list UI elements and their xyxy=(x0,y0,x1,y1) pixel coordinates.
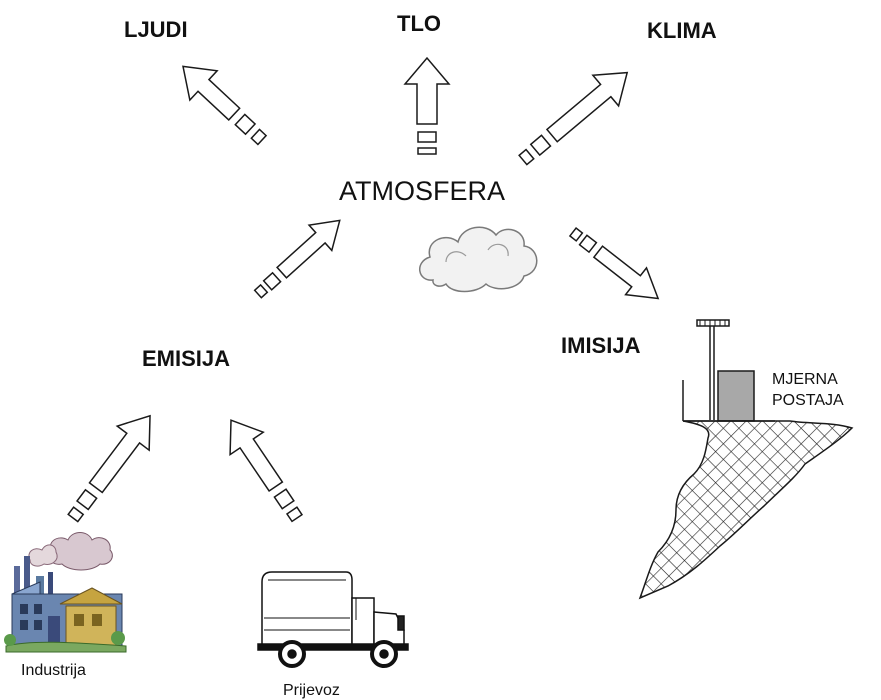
label-klima: KLIMA xyxy=(647,18,717,43)
arrow-atmosfera-to-imisija xyxy=(568,227,660,300)
arrow-industrija-to-emisija xyxy=(67,414,151,523)
arrow-to-klima xyxy=(518,71,629,166)
measuring-station-icon xyxy=(682,319,775,422)
label-ljudi: LJUDI xyxy=(124,17,188,42)
label-mjerna: MJERNA xyxy=(772,371,838,388)
arrow-prijevoz-to-emisija xyxy=(229,419,304,523)
arrow-emisija-to-atmosfera xyxy=(253,219,341,299)
label-postaja: POSTAJA xyxy=(772,392,844,409)
label-prijevoz: Prijevoz xyxy=(283,682,340,699)
label-imisija: IMISIJA xyxy=(561,333,641,358)
label-atmosfera: ATMOSFERA xyxy=(339,176,506,206)
cloud-icon xyxy=(419,226,538,293)
label-industrija: Industrija xyxy=(21,662,86,679)
arrow-to-ljudi xyxy=(182,65,268,146)
truck-icon xyxy=(257,571,409,668)
label-emisija: EMISIJA xyxy=(142,346,231,371)
hill-icon xyxy=(638,420,854,600)
label-tlo: TLO xyxy=(397,11,441,36)
factory-icon xyxy=(4,532,127,653)
arrow-to-tlo xyxy=(403,56,451,155)
